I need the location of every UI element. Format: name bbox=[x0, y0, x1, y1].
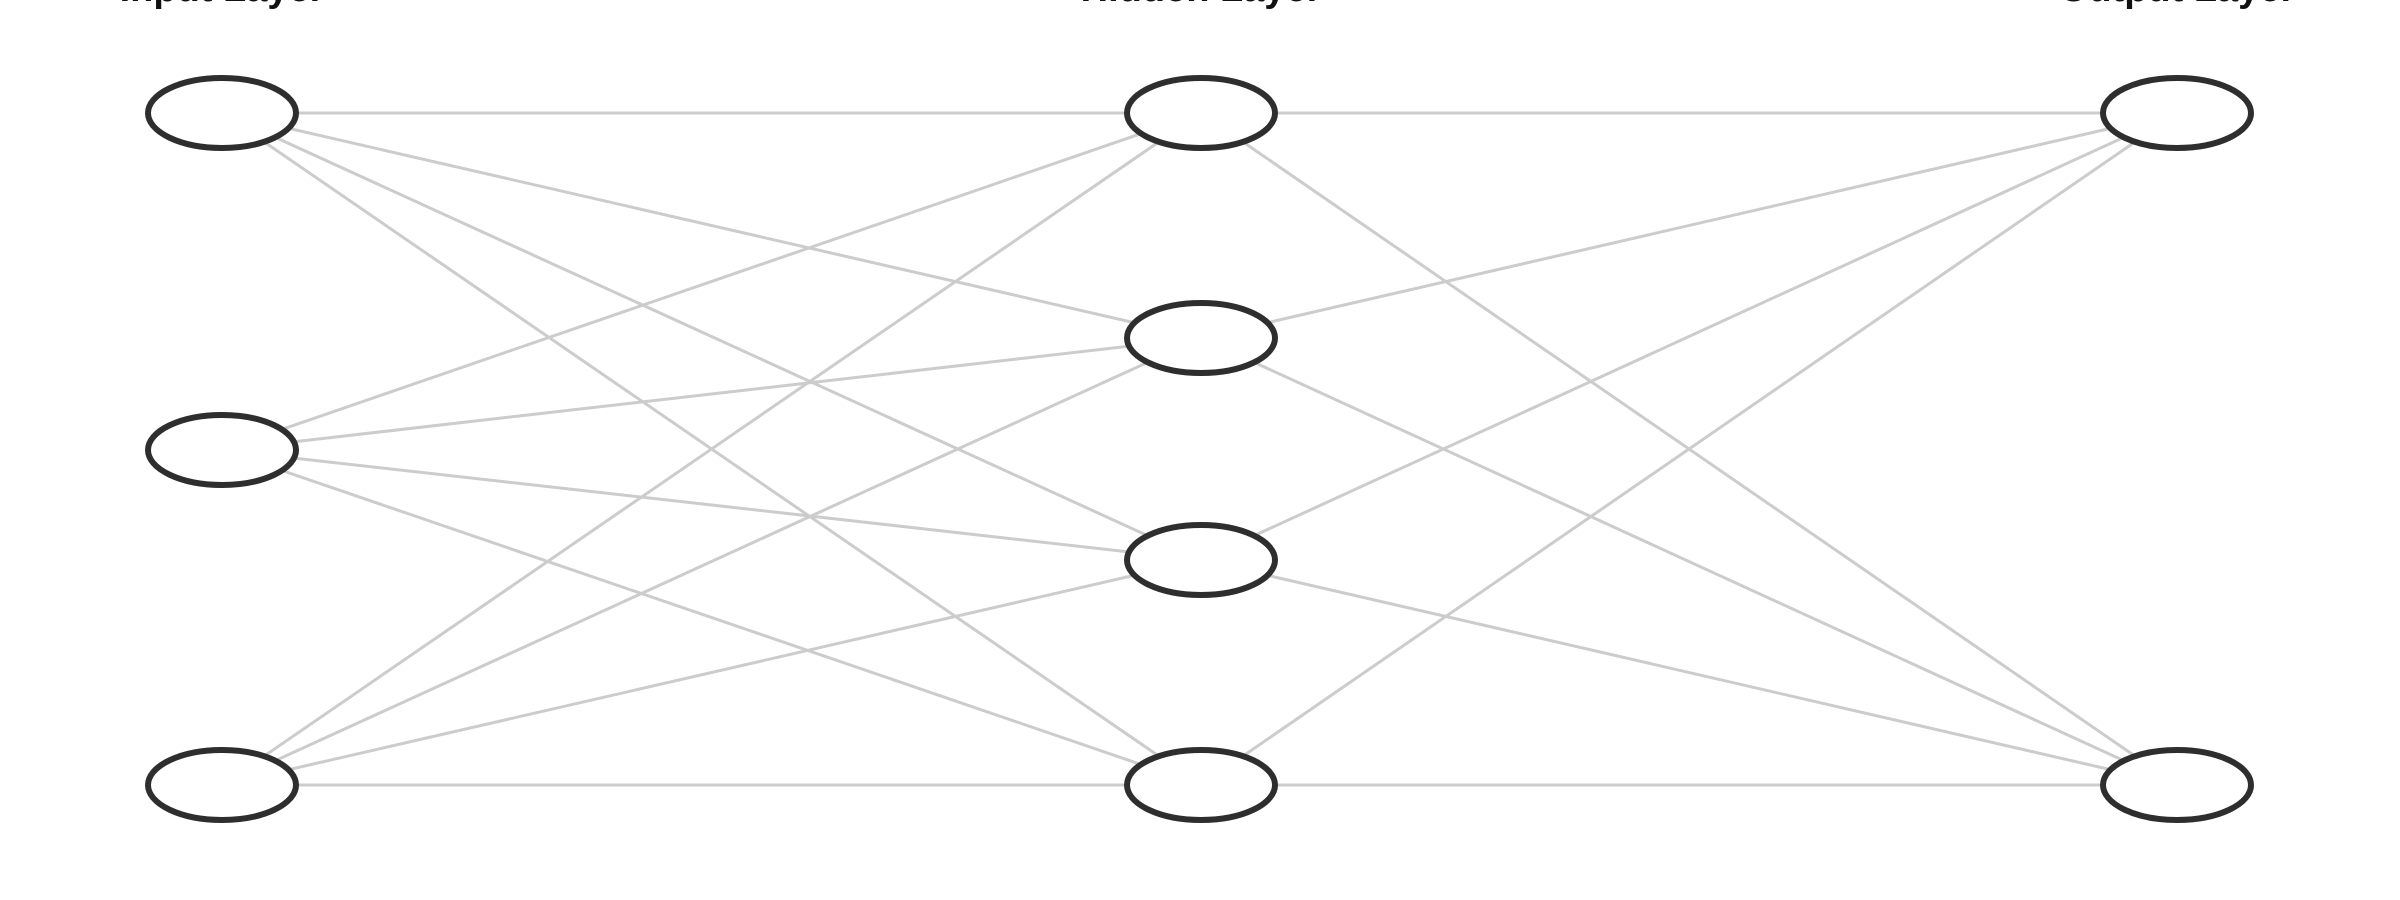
edge-i1-to-h2 bbox=[221, 111, 1202, 340]
node-i2[interactable] bbox=[145, 412, 299, 488]
layer-label-0: Input Layer bbox=[120, 0, 325, 8]
node-h3[interactable] bbox=[1124, 522, 1278, 598]
edge-i2-to-h3 bbox=[221, 448, 1202, 562]
edge-h2-to-o2 bbox=[1200, 336, 2178, 787]
node-h1[interactable] bbox=[1124, 75, 1278, 151]
layer-label-2: Output Layer bbox=[2059, 0, 2295, 8]
edge-h3-to-o2 bbox=[1200, 558, 2178, 787]
edge-i3-to-h3 bbox=[221, 558, 1202, 787]
layer-label-1: Hidden Layer bbox=[1081, 0, 1322, 8]
edge-h4-to-o1 bbox=[1200, 111, 2178, 787]
nodes-group bbox=[145, 75, 2254, 823]
node-o2[interactable] bbox=[2100, 747, 2254, 823]
node-o1[interactable] bbox=[2100, 75, 2254, 151]
edge-i2-to-h1 bbox=[221, 111, 1202, 452]
edge-h2-to-o1 bbox=[1200, 111, 2178, 340]
node-h2[interactable] bbox=[1124, 300, 1278, 376]
edge-i3-to-h1 bbox=[221, 111, 1202, 787]
edge-i2-to-h2 bbox=[221, 336, 1202, 452]
edge-i2-to-h4 bbox=[221, 448, 1202, 787]
node-i1[interactable] bbox=[145, 75, 299, 151]
edge-i3-to-h2 bbox=[221, 336, 1202, 787]
edge-i1-to-h3 bbox=[221, 111, 1202, 562]
edge-h3-to-o1 bbox=[1200, 111, 2178, 562]
node-i3[interactable] bbox=[145, 747, 299, 823]
edges-group bbox=[221, 106, 2178, 792]
node-h4[interactable] bbox=[1124, 747, 1278, 823]
